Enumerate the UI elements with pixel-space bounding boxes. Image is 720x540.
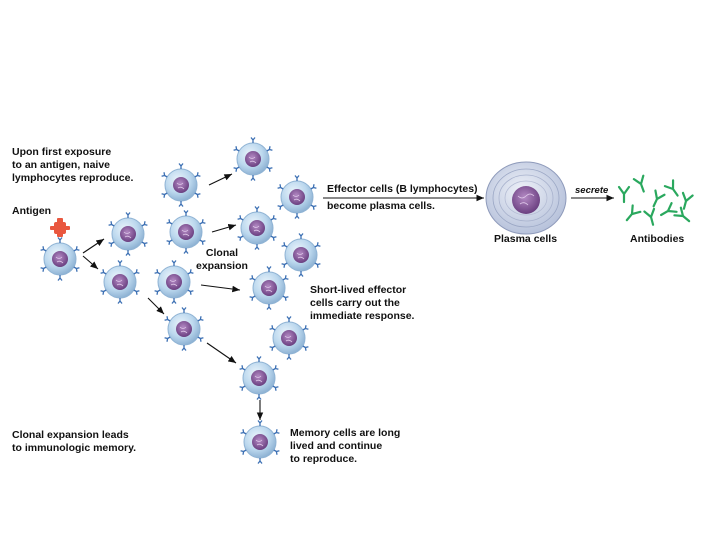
effector-b-cell xyxy=(276,174,318,220)
memory-cells-label: Memory cells are long lived and continue… xyxy=(290,427,401,465)
arrow-gen2-to-3b xyxy=(211,223,237,233)
arrow-naive-down xyxy=(82,255,99,270)
expansion-arrows xyxy=(82,173,614,420)
clonal-expansion-label: Clonal expansion xyxy=(196,247,248,272)
arrow-gen2-to-effector xyxy=(200,284,241,293)
lymphocyte-3c xyxy=(280,232,322,278)
arrow-gen1-to-2d xyxy=(147,297,165,315)
lymphocyte-2d xyxy=(163,306,205,352)
antibodies-label: Antibodies xyxy=(630,233,685,245)
lymphocyte-3a xyxy=(232,136,274,182)
antibodies-icon xyxy=(617,174,694,228)
antigen-icon xyxy=(50,218,70,237)
lymphocyte-2a xyxy=(160,162,202,208)
lymphocyte-3d xyxy=(268,315,310,361)
memory-cell xyxy=(239,419,281,465)
lymphocyte-3e xyxy=(238,355,280,401)
arrow-gen2-to-3a xyxy=(208,173,233,186)
lymphocyte-2c xyxy=(153,259,195,305)
clonal-memory-label: Clonal expansion leads to immunologic me… xyxy=(12,429,137,454)
short-lived-effector-cell xyxy=(248,265,290,311)
arrow-gen2-to-3e xyxy=(206,342,237,364)
antigen-label: Antigen xyxy=(12,205,52,217)
plasma-cell xyxy=(485,161,567,235)
lymphocyte-3b xyxy=(236,205,278,251)
lymphocyte-1a xyxy=(107,211,149,257)
secrete-label: secrete xyxy=(575,185,609,196)
naive-lymphocyte xyxy=(39,236,81,282)
lymphocyte-1b xyxy=(99,259,141,305)
short-lived-label: Short-lived effector cells carry out the… xyxy=(310,284,415,322)
plasma-cells-label: Plasma cells xyxy=(494,233,558,245)
arrow-naive-up xyxy=(82,238,105,254)
effector-b-label: Effector cells (B lymphocytes) become pl… xyxy=(327,183,478,212)
first-exposure-label: Upon first exposure to an antigen, naive… xyxy=(12,146,134,184)
